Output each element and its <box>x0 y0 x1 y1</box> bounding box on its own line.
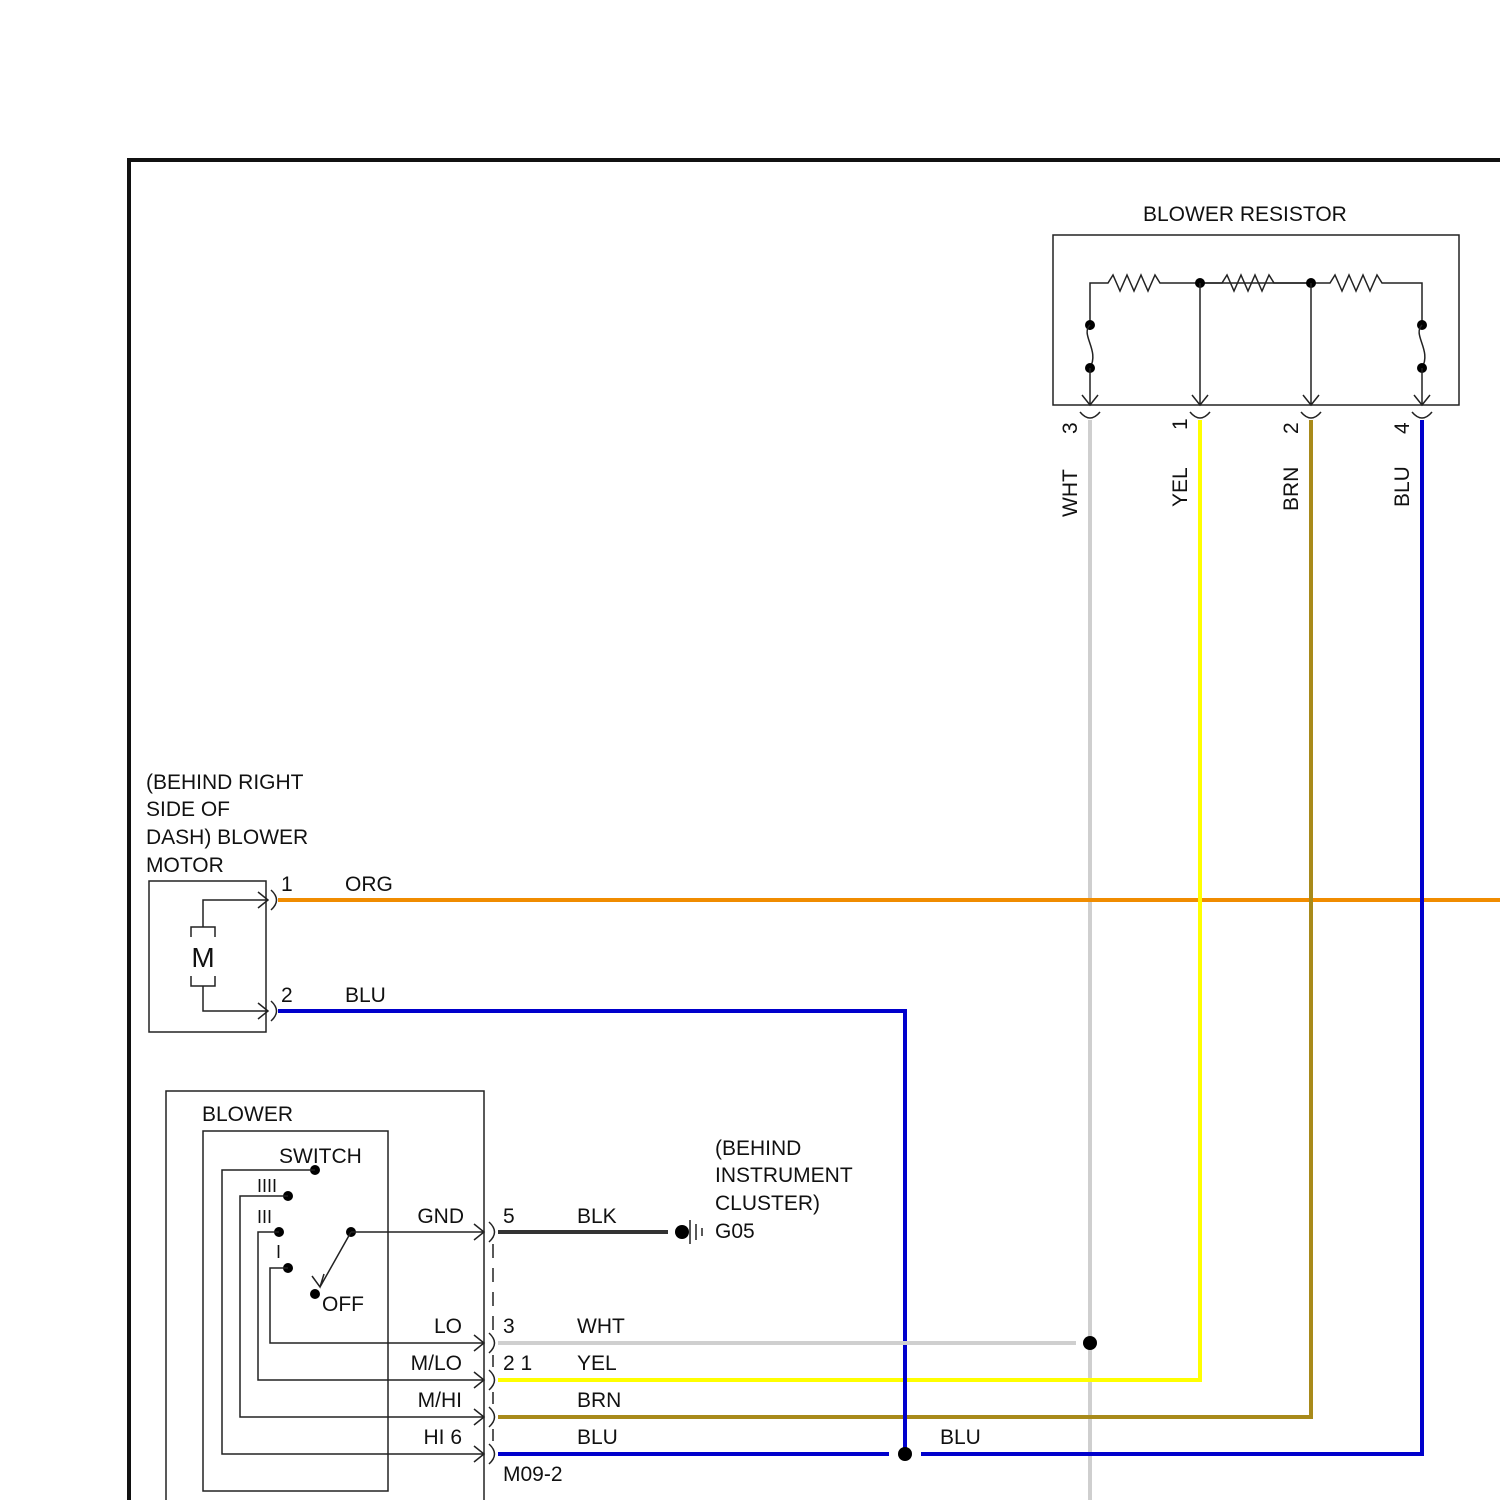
switch-wire-brn-label: BRN <box>577 1389 621 1412</box>
ground-label-line-1: (BEHIND <box>715 1137 801 1160</box>
switch-wire-blu-label: BLU <box>577 1426 618 1449</box>
motor-wire-blu-label: BLU <box>345 984 386 1007</box>
motor-brush-top <box>191 927 215 937</box>
blower-resistor-box <box>1053 235 1459 405</box>
resistor-pin-3-number: 3 <box>1059 422 1082 434</box>
switch-wire-yel-label: YEL <box>577 1352 617 1375</box>
switch-position-iii: III <box>257 1207 272 1227</box>
motor-symbol: M <box>191 942 214 973</box>
switch-wiper-arm <box>312 1232 351 1287</box>
wire-blu-hi <box>498 420 1422 1454</box>
switch-pin-mlo: 2 1 <box>503 1352 532 1375</box>
switch-position-iiii: IIII <box>257 1176 277 1196</box>
motor-wire-org-label: ORG <box>345 873 393 896</box>
blower-motor-label-line-3: DASH) BLOWER <box>146 826 308 849</box>
switch-wire-blk-label: BLK <box>577 1205 617 1228</box>
ground-point <box>675 1225 689 1239</box>
resistor-wire-yel-label: YEL <box>1169 467 1192 507</box>
motor-connector-2 <box>271 1001 277 1021</box>
motor-lead-2 <box>203 986 268 1019</box>
switch-wire-wht-label: WHT <box>577 1315 625 1338</box>
splice-wire-blu-label: BLU <box>940 1426 981 1449</box>
resistor-wire-wht-label: WHT <box>1059 469 1082 517</box>
blower-switch-subtitle: SWITCH <box>279 1145 362 1168</box>
resistor-pin-1-number: 1 <box>1169 418 1192 430</box>
switch-lo-lead <box>270 1268 484 1351</box>
thermal-fuse-right <box>1419 325 1425 368</box>
switch-pin-lo: 3 <box>503 1315 515 1338</box>
blower-motor-label-line-2: SIDE OF <box>146 798 230 821</box>
motor-brush-bottom <box>191 976 215 986</box>
switch-connector-hi <box>489 1444 495 1464</box>
resistor-connector-4 <box>1412 412 1432 418</box>
resistor-pin1-lead <box>1192 283 1208 405</box>
blower-motor-label-line-4: MOTOR <box>146 854 224 877</box>
ground-symbol-icon <box>690 1220 702 1244</box>
resistor-wire-blu-label: BLU <box>1391 466 1414 507</box>
splice-blu <box>898 1447 912 1461</box>
thermal-fuse-left <box>1087 325 1093 368</box>
ground-label-line-3: CLUSTER) <box>715 1192 820 1215</box>
switch-pin-gnd: 5 <box>503 1205 515 1228</box>
switch-terminal-mlo: M/LO <box>411 1352 462 1375</box>
switch-terminal-mhi: M/HI <box>418 1389 462 1412</box>
switch-terminal-gnd: GND <box>417 1205 464 1228</box>
switch-position-i: I <box>276 1242 281 1262</box>
splice-wht <box>1083 1336 1097 1350</box>
resistor-element-3 <box>1311 275 1422 325</box>
resistor-pin-2-number: 2 <box>1280 422 1303 434</box>
resistor-pin-4-number: 4 <box>1391 422 1414 434</box>
blower-resistor: BLOWER RESISTOR 3 1 2 4 WHT YEL BRN BL <box>1053 203 1459 517</box>
ground-g05: (BEHIND INSTRUMENT CLUSTER) G05 <box>675 1137 853 1244</box>
switch-connector-lo <box>489 1333 495 1353</box>
switch-connector-id: M09-2 <box>503 1463 563 1486</box>
switch-terminal-hi: HI 6 <box>423 1426 462 1449</box>
wires <box>278 420 1500 1500</box>
blower-switch: BLOWER SWITCH IIII III I OFF GND LO M/LO… <box>166 1091 981 1500</box>
resistor-pin2-lead <box>1303 283 1319 405</box>
switch-contact-off <box>310 1289 320 1299</box>
switch-connector-mhi <box>489 1407 495 1427</box>
resistor-wire-brn-label: BRN <box>1280 467 1303 511</box>
motor-lead-1 <box>203 892 268 927</box>
switch-connector-gnd <box>489 1222 495 1242</box>
switch-terminal-lo: LO <box>434 1315 462 1338</box>
motor-connector-1 <box>271 890 277 910</box>
switch-position-off: OFF <box>322 1293 364 1316</box>
blower-resistor-title: BLOWER RESISTOR <box>1143 203 1347 226</box>
resistor-pin4-lead <box>1414 368 1430 405</box>
motor-pin-2-number: 2 <box>281 984 293 1007</box>
switch-connector-mlo <box>489 1370 495 1390</box>
resistor-connector-1 <box>1190 412 1210 418</box>
resistor-pin3-lead <box>1082 368 1098 405</box>
ground-label-line-2: INSTRUMENT <box>715 1164 853 1187</box>
resistor-connector-2 <box>1301 412 1321 418</box>
motor-pin-1-number: 1 <box>281 873 293 896</box>
resistor-connector-3 <box>1080 412 1100 418</box>
blower-motor-label-line-1: (BEHIND RIGHT <box>146 771 304 794</box>
blower-switch-title: BLOWER <box>202 1103 293 1126</box>
ground-id: G05 <box>715 1220 755 1243</box>
